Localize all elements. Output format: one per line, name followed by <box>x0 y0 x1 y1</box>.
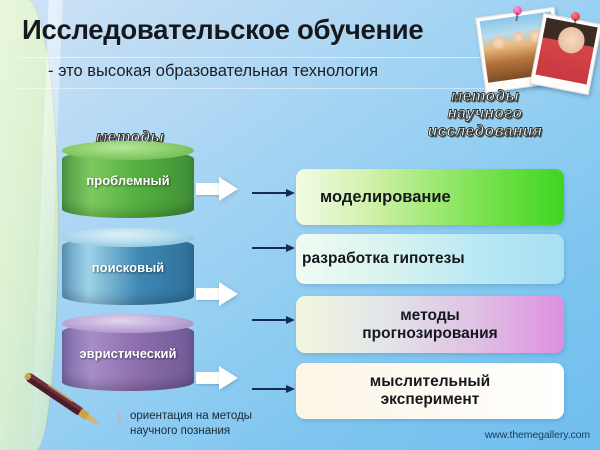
box-label-line-1: мыслительный <box>369 373 491 391</box>
arrow-line <box>252 192 288 194</box>
arrow-tip <box>286 243 295 252</box>
line-arrow-right-icon <box>252 315 298 325</box>
line-arrow-right-icon <box>252 188 298 198</box>
wordart-line-2: научного <box>447 105 523 123</box>
wordart-line-3: исследования <box>427 122 543 140</box>
box-label-line-2: эксперимент <box>380 391 480 408</box>
arrow-tip <box>286 315 295 324</box>
pink-pushpin-icon <box>513 6 522 15</box>
pen-clip <box>47 384 73 402</box>
block-arrow-right-icon <box>196 282 238 306</box>
arrow-head <box>219 177 238 201</box>
arrow-shaft <box>196 288 221 300</box>
cylinder-body <box>62 237 194 305</box>
box-thought-experiment: мыслительный эксперимент <box>296 363 564 419</box>
pen-nib <box>85 413 101 426</box>
footnote-marker <box>118 412 121 426</box>
cylinder-label: проблемный <box>86 172 170 188</box>
page-title: Исследовательское обучение <box>22 14 424 45</box>
pen-cap-end <box>24 373 32 380</box>
arrow-line <box>252 388 288 390</box>
box-hypothesis-development: разработка гипотезы <box>296 234 564 284</box>
cylinder-body <box>62 323 194 391</box>
pen-barrel-highlight <box>28 372 84 412</box>
pen-band <box>78 409 90 420</box>
cylinder-problem-method: проблемный <box>62 141 194 219</box>
wordart-scientific-research: методы научного исследования <box>380 88 590 141</box>
cylinder-body <box>62 150 194 218</box>
photo-collage <box>458 2 600 96</box>
cylinder-top <box>62 141 194 160</box>
box-label-line-1: разработка гипотезы <box>302 250 465 268</box>
arrow-line <box>252 247 288 249</box>
cylinder-heuristic-method: эвристический <box>62 314 194 392</box>
cylinder-search-method: поисковый <box>62 228 194 306</box>
arrow-shaft <box>196 183 221 195</box>
box-forecasting-methods: методы прогнозирования <box>296 296 564 353</box>
box-label-line-2: прогнозирования <box>362 324 498 342</box>
box-label: методы прогнозирования <box>362 307 497 342</box>
cylinder-top <box>62 314 194 333</box>
cylinder-label: поисковый <box>91 259 165 275</box>
block-arrow-right-icon <box>196 177 238 201</box>
cylinder-top <box>62 228 194 247</box>
wordart-line-1: методы <box>450 88 520 106</box>
box-label: разработка гипотезы <box>296 250 465 268</box>
box-label-line-1: методы <box>400 306 460 324</box>
block-arrow-right-icon <box>196 366 238 390</box>
arrow-line <box>252 319 288 321</box>
box-label-line-1: моделирование <box>320 187 451 206</box>
site-url: www.themegallery.com <box>484 429 590 441</box>
arrow-head <box>219 366 238 390</box>
arrow-tip <box>286 188 295 197</box>
photo-image <box>535 17 598 85</box>
arrow-head <box>219 282 238 306</box>
red-pushpin-icon <box>571 12 580 21</box>
title-divider-bottom <box>18 88 488 89</box>
girl-portrait-photo <box>529 12 600 96</box>
arrow-tip <box>286 384 295 393</box>
cylinder-label: эвристический <box>79 345 177 361</box>
line-arrow-right-icon <box>252 384 298 394</box>
page-subtitle: - это высокая образовательная технология <box>48 62 379 80</box>
line-arrow-right-icon <box>252 243 298 253</box>
box-label: моделирование <box>296 188 451 207</box>
arrow-shaft <box>196 372 221 384</box>
box-label: мыслительный эксперимент <box>370 373 490 408</box>
title-divider-top <box>18 57 488 58</box>
box-modeling: моделирование <box>296 169 564 225</box>
footnote-text: ориентация на методы научного познания <box>130 410 253 437</box>
fountain-pen-icon <box>24 372 101 426</box>
